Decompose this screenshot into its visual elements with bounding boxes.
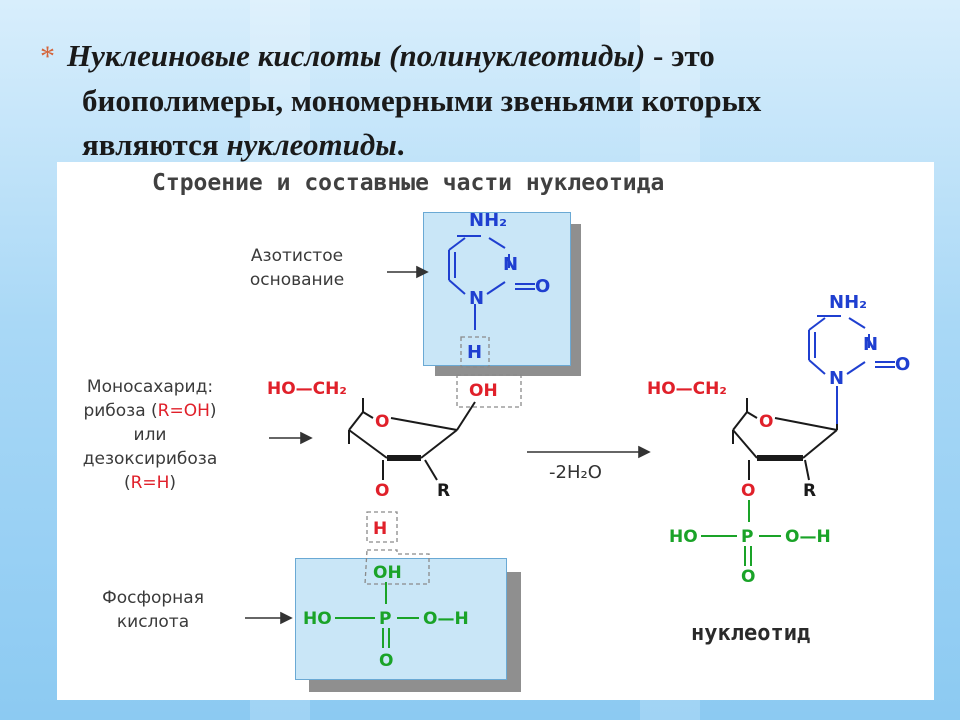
atom-r: R [803,481,816,501]
atom-o-h: O—H [785,527,831,547]
diagram-panel: Строение и составные части нуклеотида Аз… [57,162,934,700]
atom-n: N [863,334,878,355]
atom-n: N [829,368,844,389]
heading-text: являются [82,127,227,162]
atom-oh: OH [373,563,402,583]
atom-n: N [503,254,518,275]
atom-h: H [373,519,387,539]
atom-o: O [375,412,389,432]
atom-o-h: O—H [423,609,469,629]
atom-o: O [375,481,389,501]
atom-nh2: NH₂ [829,292,867,313]
base-box [423,212,571,366]
diagram-svg: NH₂ N N O H HO—CH₂ O OH O H R [245,210,910,671]
atom-nh2: NH₂ [469,210,507,231]
heading-term: Нуклеиновые кислоты (полинуклеотиды) [67,38,646,73]
diagram-title: Строение и составные части нуклеотида [152,170,665,196]
heading-text: биополимеры, мономерными звеньями которы… [82,83,762,118]
reaction-label: -2H₂O [549,462,602,483]
result-label: нуклеотид [691,621,810,646]
atom-o: O [759,412,773,432]
slide-heading: * Нуклеиновые кислоты (полинуклеотиды) - … [40,34,920,167]
atom-o: O [535,276,550,297]
atom-r: R [437,481,450,501]
atom-ho-ch2: HO—CH₂ [647,379,727,399]
atom-p: P [741,527,753,547]
atom-n: N [469,288,484,309]
atom-ho: HO [303,609,332,629]
atom-ho: HO [669,527,698,547]
atom-oh: OH [469,381,498,401]
heading-text: - это [645,38,715,73]
bullet-icon: * [40,40,55,73]
atom-o: O [741,481,755,501]
atom-h: H [467,342,482,363]
label-sugar: Моносахарид: рибоза (R=OH) или дезоксири… [82,377,218,493]
atom-o: O [741,567,755,587]
atom-ho-ch2: HO—CH₂ [267,379,347,399]
heading-text: . [396,127,405,162]
atom-p: P [379,609,391,629]
heading-term: нуклеотиды [226,127,397,162]
atom-o: O [379,651,393,671]
atom-o: O [895,354,910,375]
